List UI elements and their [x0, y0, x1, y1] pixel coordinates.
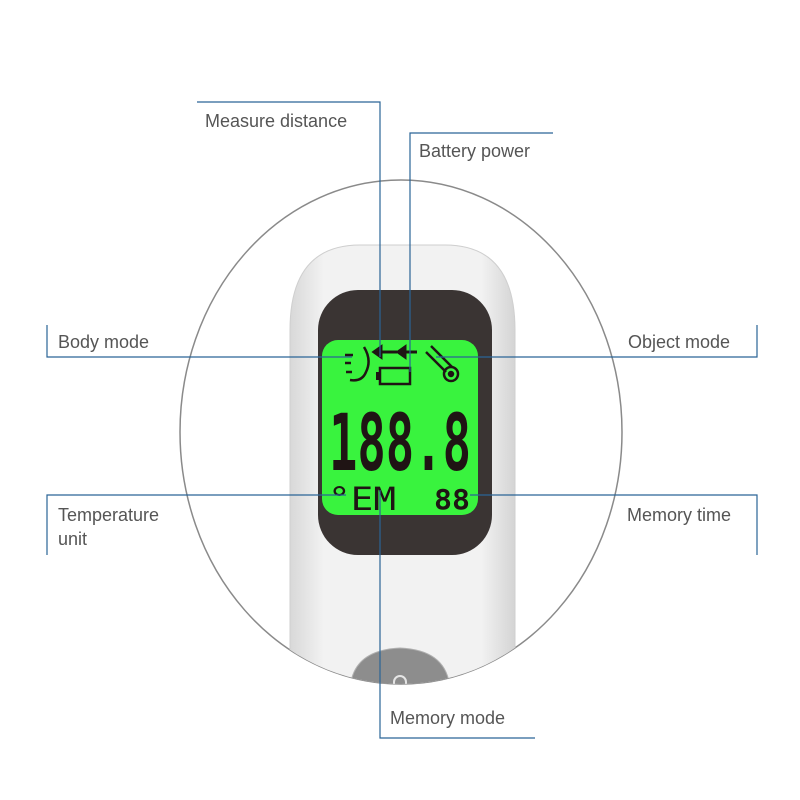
temperature-unit-reading: °EM [328, 480, 396, 518]
label-memory-mode: Memory mode [390, 708, 506, 728]
body-mode-icon [345, 346, 370, 382]
label-temperature-unit-line1: Temperature [58, 505, 160, 525]
label-temperature-unit: Temperature unit [58, 503, 159, 551]
label-measure-distance: Measure distance [205, 111, 348, 131]
power-button-icon [393, 675, 407, 684]
lcd-screen [322, 340, 478, 515]
object-mode-line [436, 325, 758, 358]
body-mode-line [46, 325, 352, 358]
label-memory-time: Memory time [627, 505, 732, 525]
measure-distance-line [197, 101, 381, 357]
label-object-mode: Object mode [628, 332, 731, 352]
temperature-unit-line [46, 494, 346, 555]
battery-icon [376, 366, 412, 386]
memory-mode-line [379, 490, 535, 739]
label-battery-power: Battery power [419, 141, 531, 161]
power-button[interactable] [349, 647, 451, 690]
label-temperature-unit-line2: unit [58, 529, 88, 549]
memory-time-line [470, 494, 758, 555]
battery-power-line [409, 132, 553, 372]
memory-count-reading: 88 [434, 483, 470, 516]
main-temperature-reading: 188.8 [329, 399, 471, 489]
leader-lines [46, 101, 758, 739]
label-body-mode: Body mode [58, 332, 150, 352]
